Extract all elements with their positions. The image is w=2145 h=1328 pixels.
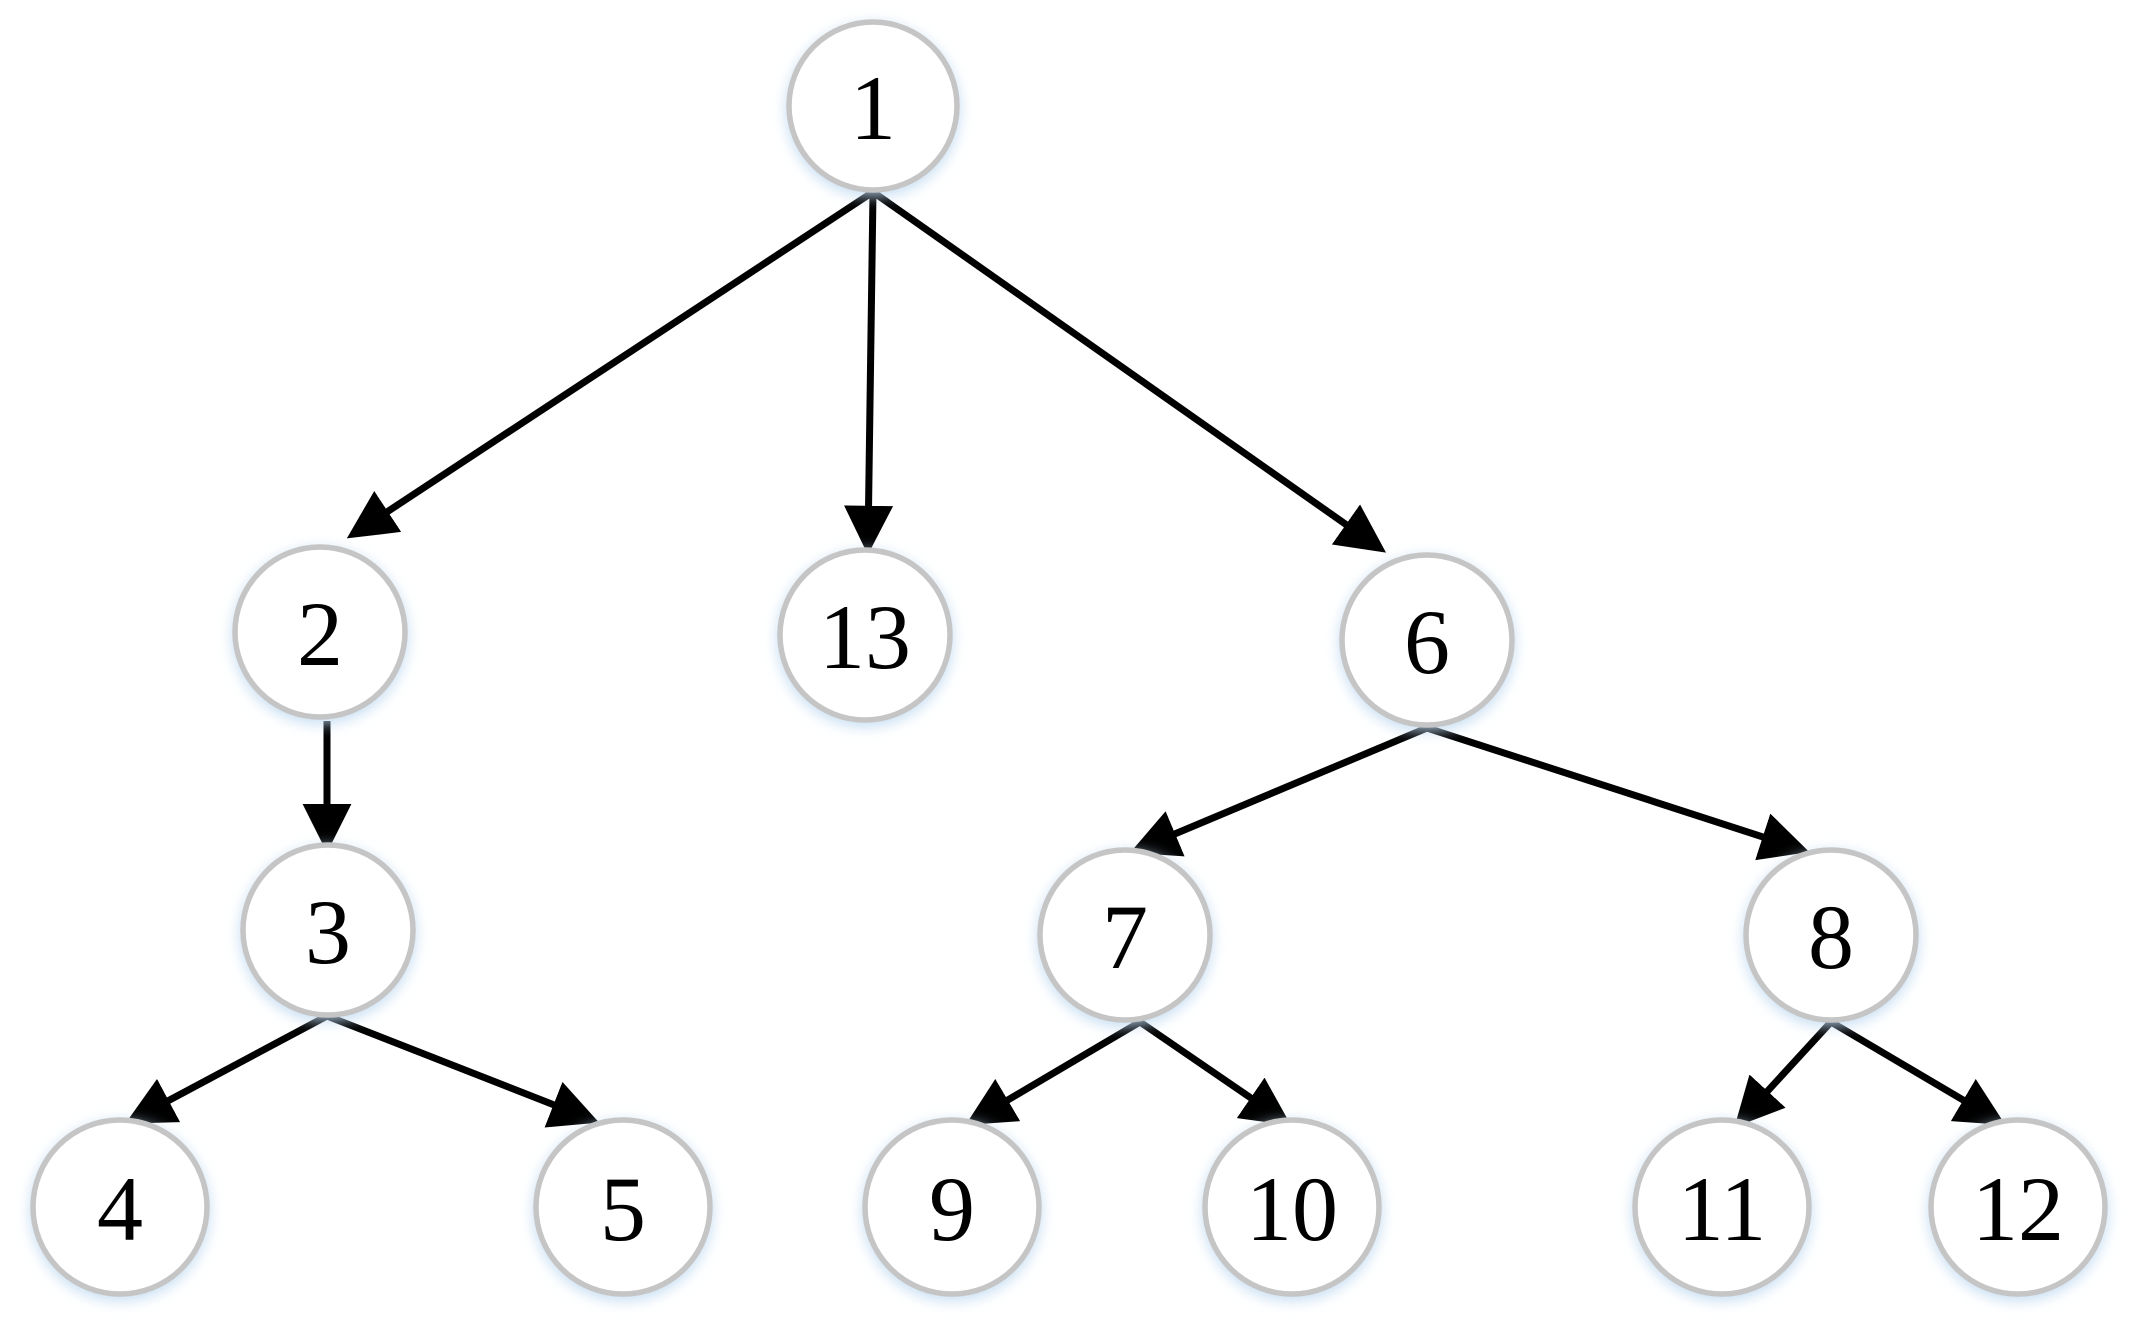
node-circle-12[interactable]: [1928, 1117, 2108, 1297]
node-12[interactable]: 12: [1928, 1117, 2108, 1297]
node-circle-5[interactable]: [533, 1117, 713, 1297]
node-circle-2[interactable]: [232, 544, 408, 720]
node-circle-6[interactable]: [1339, 552, 1515, 728]
node-circle-10[interactable]: [1202, 1117, 1382, 1297]
edge-6-to-8: [1425, 724, 1810, 861]
node-label-2: 2: [297, 583, 343, 685]
edge-1-to-2: [346, 189, 875, 539]
node-9[interactable]: 9: [862, 1117, 1042, 1297]
node-label-4: 4: [97, 1158, 143, 1260]
node-label-6: 6: [1404, 591, 1450, 693]
node-6[interactable]: 6: [1339, 552, 1515, 728]
node-circle-4[interactable]: [30, 1117, 210, 1297]
node-label-3: 3: [305, 881, 351, 983]
node-circle-11[interactable]: [1632, 1117, 1812, 1297]
node-label-10: 10: [1246, 1158, 1338, 1260]
edge-1-to-6: [870, 189, 1387, 553]
node-7[interactable]: 7: [1037, 847, 1213, 1023]
node-10[interactable]: 10: [1202, 1117, 1382, 1297]
edge-7-to-9: [965, 1018, 1142, 1125]
node-circle-13[interactable]: [777, 547, 953, 723]
node-2[interactable]: 2: [232, 544, 408, 720]
node-label-8: 8: [1808, 886, 1854, 988]
edge-3-to-4: [125, 1012, 329, 1124]
node-label-5: 5: [600, 1158, 646, 1260]
edge-3-to-5: [325, 1012, 600, 1128]
node-11[interactable]: 11: [1632, 1117, 1812, 1297]
node-label-1: 1: [850, 57, 896, 159]
node-label-7: 7: [1102, 886, 1148, 988]
edge-1-to-13: [844, 191, 894, 555]
edge-8-to-11: [1734, 1019, 1834, 1128]
node-label-11: 11: [1678, 1158, 1767, 1260]
edge-7-to-10: [1138, 1019, 1292, 1126]
node-13[interactable]: 13: [777, 547, 953, 723]
node-label-12: 12: [1972, 1158, 2064, 1260]
node-circle-3[interactable]: [240, 842, 416, 1018]
node-label-9: 9: [929, 1158, 975, 1260]
node-circle-7[interactable]: [1037, 847, 1213, 1023]
node-3[interactable]: 3: [240, 842, 416, 1018]
node-label-13: 13: [819, 586, 911, 688]
edges-layer: [125, 189, 2006, 1128]
node-4[interactable]: 4: [30, 1117, 210, 1297]
node-5[interactable]: 5: [533, 1117, 713, 1297]
edge-8-to-12: [1829, 1018, 2006, 1125]
node-1[interactable]: 1: [786, 19, 960, 193]
node-circle-1[interactable]: [786, 19, 960, 193]
edge-6-to-7: [1129, 724, 1429, 857]
node-circle-9[interactable]: [862, 1117, 1042, 1297]
node-circle-8[interactable]: [1743, 847, 1919, 1023]
node-8[interactable]: 8: [1743, 847, 1919, 1023]
